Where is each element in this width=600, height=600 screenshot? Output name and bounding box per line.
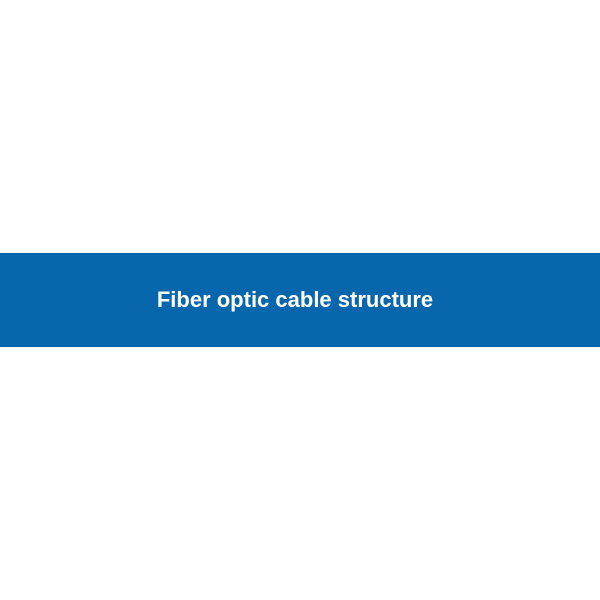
title-banner: Fiber optic cable structure — [0, 253, 600, 347]
banner-title: Fiber optic cable structure — [156, 287, 434, 312]
